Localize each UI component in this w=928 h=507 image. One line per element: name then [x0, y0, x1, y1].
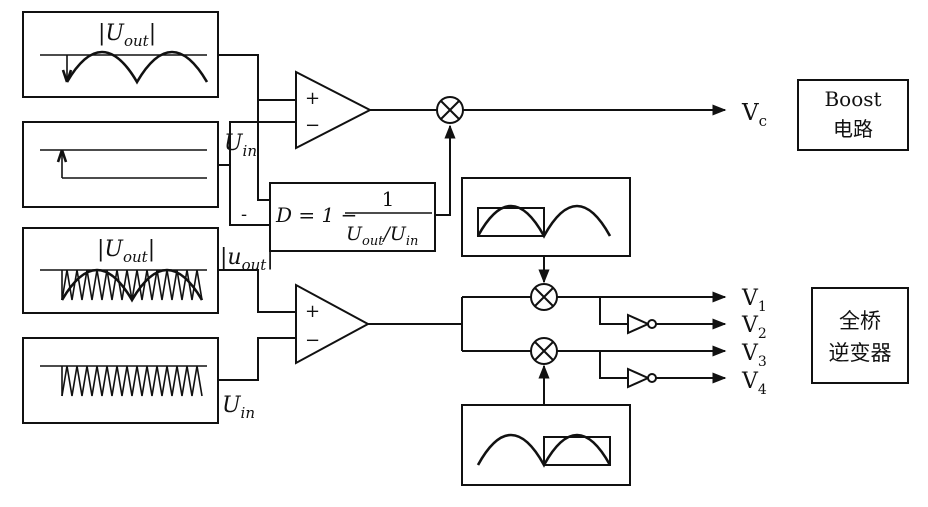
svg-text:−: − [305, 330, 320, 351]
svg-text:全桥: 全桥 [839, 309, 881, 333]
uin-signal-box [22, 121, 219, 208]
uout-abs-label-mid: |Uout| [97, 237, 155, 266]
upper-comparator: + − [295, 70, 373, 150]
svg-text:逆变器: 逆变器 [829, 341, 892, 365]
svg-text:D = 1 −: D = 1 − [275, 203, 357, 227]
uin-label-mid: Uin [224, 131, 257, 160]
uout-carrier-signal-box: |Uout| [22, 227, 219, 314]
reference-box-lower [461, 404, 631, 486]
minus-tick-label: - [241, 204, 247, 225]
boost-circuit-block: Boost 电路 [797, 79, 909, 151]
lower-comparator: + − [295, 283, 371, 365]
multiplier-v3 [530, 337, 558, 365]
uout-abs-label-top: |Uout| [98, 21, 156, 50]
carrier-signal-box [22, 337, 219, 424]
duty-formula-block: D = 1 − 1 Uout/Uin [269, 182, 436, 252]
svg-text:+: + [305, 301, 320, 322]
v2-output-label: V2 [741, 313, 767, 342]
multiplier-v1 [530, 283, 558, 311]
reference-box-upper [461, 177, 631, 257]
v1-output-label: V1 [741, 286, 767, 315]
v4-output-label: V4 [741, 369, 767, 398]
svg-text:电路: 电路 [833, 117, 873, 141]
upper-wiring [218, 54, 296, 226]
uin-label-bottom: Uin [222, 393, 255, 422]
svg-text:Boost: Boost [824, 87, 881, 111]
vc-output-label: Vc [741, 100, 767, 130]
uout-abs-signal-box: |Uout| [22, 11, 219, 98]
upper-multiplier [436, 96, 464, 124]
v3-output-label: V3 [741, 341, 767, 370]
full-bridge-inverter-block: 全桥 逆变器 [811, 287, 909, 384]
svg-text:+: + [305, 88, 320, 109]
inverter-gate-v4 [627, 367, 657, 389]
svg-text:−: − [305, 115, 320, 136]
svg-text:1: 1 [382, 187, 395, 211]
uout-lower-label: |uout| [220, 245, 274, 274]
inverter-gate-v2 [627, 313, 657, 335]
svg-text:Uout/Uin: Uout/Uin [346, 223, 418, 249]
lower-wiring [218, 269, 296, 381]
